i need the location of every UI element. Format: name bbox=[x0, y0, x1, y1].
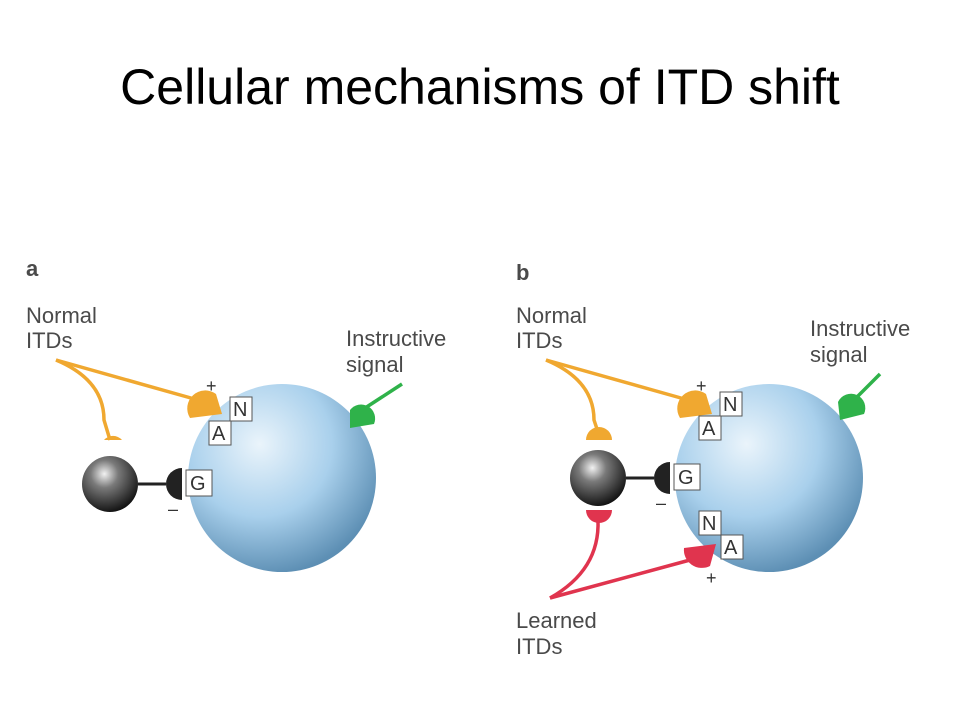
panel-b-minus-sign: – bbox=[656, 493, 666, 513]
panel-b-inhibitory-neuron bbox=[570, 450, 626, 506]
panel-b-receptor-g-box bbox=[673, 463, 701, 491]
panel-a-neuron-orange-terminal bbox=[104, 435, 122, 440]
panel-a-label: a bbox=[26, 256, 39, 281]
panel-b-postsynaptic-cell bbox=[675, 384, 863, 572]
panel-a-postsynaptic-cell bbox=[188, 384, 376, 572]
panel-a-normal-itds-line1: Normal bbox=[26, 303, 97, 328]
panel-b-normal-terminal bbox=[677, 390, 712, 418]
panel-b-receptor-a2-box bbox=[720, 534, 744, 560]
panel-b-inhibitory-terminal bbox=[654, 462, 670, 494]
panel-b-receptor-a: A bbox=[702, 418, 716, 440]
panel-a-receptor-n-box bbox=[229, 396, 253, 422]
panel-b-learned-itds-line2: ITDs bbox=[516, 634, 562, 659]
panel-a-instructive-line2: signal bbox=[346, 352, 403, 377]
panel-b-normal-itds-line1: Normal bbox=[516, 303, 587, 328]
panel-a-inhibitory-neuron bbox=[82, 456, 138, 512]
panel-a-receptor-g: G bbox=[190, 473, 206, 495]
panel-a: a Normal ITDs Instructive signal + N A –… bbox=[26, 256, 446, 572]
panel-a-instructive-line1: Instructive bbox=[346, 326, 446, 351]
panel-a-receptor-g-box bbox=[185, 469, 213, 497]
panel-b-label: b bbox=[516, 260, 529, 285]
panel-b-learned-terminal bbox=[683, 544, 716, 568]
panel-b-instructive-line1: Instructive bbox=[810, 316, 910, 341]
panel-b-learned-axon-to-cell bbox=[549, 558, 691, 600]
panel-a-normal-terminal bbox=[187, 390, 222, 418]
panel-a-normal-axon-to-neuron bbox=[55, 358, 112, 441]
panel-a-instructive-terminal bbox=[350, 404, 376, 428]
panel-b-receptor-n2-box bbox=[698, 510, 722, 536]
panel-a-inhibitory-terminal bbox=[166, 468, 182, 500]
panel-a-normal-itds-line2: ITDs bbox=[26, 328, 72, 353]
panel-b-receptor-n2: N bbox=[702, 513, 716, 535]
panel-b-receptor-a-box bbox=[698, 415, 722, 441]
panel-b-instructive-line2: signal bbox=[810, 342, 867, 367]
panel-b-learned-axon-to-neuron bbox=[549, 519, 600, 600]
panel-b-receptor-n: N bbox=[723, 394, 737, 416]
slide-title: Cellular mechanisms of ITD shift bbox=[120, 59, 840, 115]
panel-b: b Normal ITDs Instructive signal Learned… bbox=[516, 260, 910, 659]
panel-a-instructive-axon bbox=[361, 382, 403, 412]
panel-a-receptor-a: A bbox=[212, 423, 226, 445]
panel-b-receptor-a2: A bbox=[724, 537, 738, 559]
panel-b-normal-axon-to-cell bbox=[545, 358, 689, 402]
panel-b-learned-itds-line1: Learned bbox=[516, 608, 597, 633]
panel-b-neuron-red-terminal bbox=[586, 510, 612, 523]
panel-b-receptor-n-box bbox=[719, 391, 743, 417]
panel-b-instructive-terminal bbox=[838, 393, 866, 420]
panel-a-receptor-n: N bbox=[233, 399, 247, 421]
panel-b-plus-sign: + bbox=[696, 376, 707, 396]
panel-b-neuron-orange-terminal bbox=[586, 427, 612, 440]
panel-a-plus-sign: + bbox=[206, 376, 217, 396]
panel-a-normal-axon-to-cell bbox=[55, 358, 199, 402]
panel-a-minus-sign: – bbox=[168, 499, 178, 519]
panel-a-receptor-a-box bbox=[208, 420, 232, 446]
panel-b-normal-itds-line2: ITDs bbox=[516, 328, 562, 353]
panel-b-receptor-g: G bbox=[678, 467, 694, 489]
panel-b-plus-sign-2: + bbox=[706, 568, 717, 588]
panel-b-normal-axon-to-neuron bbox=[545, 358, 600, 433]
